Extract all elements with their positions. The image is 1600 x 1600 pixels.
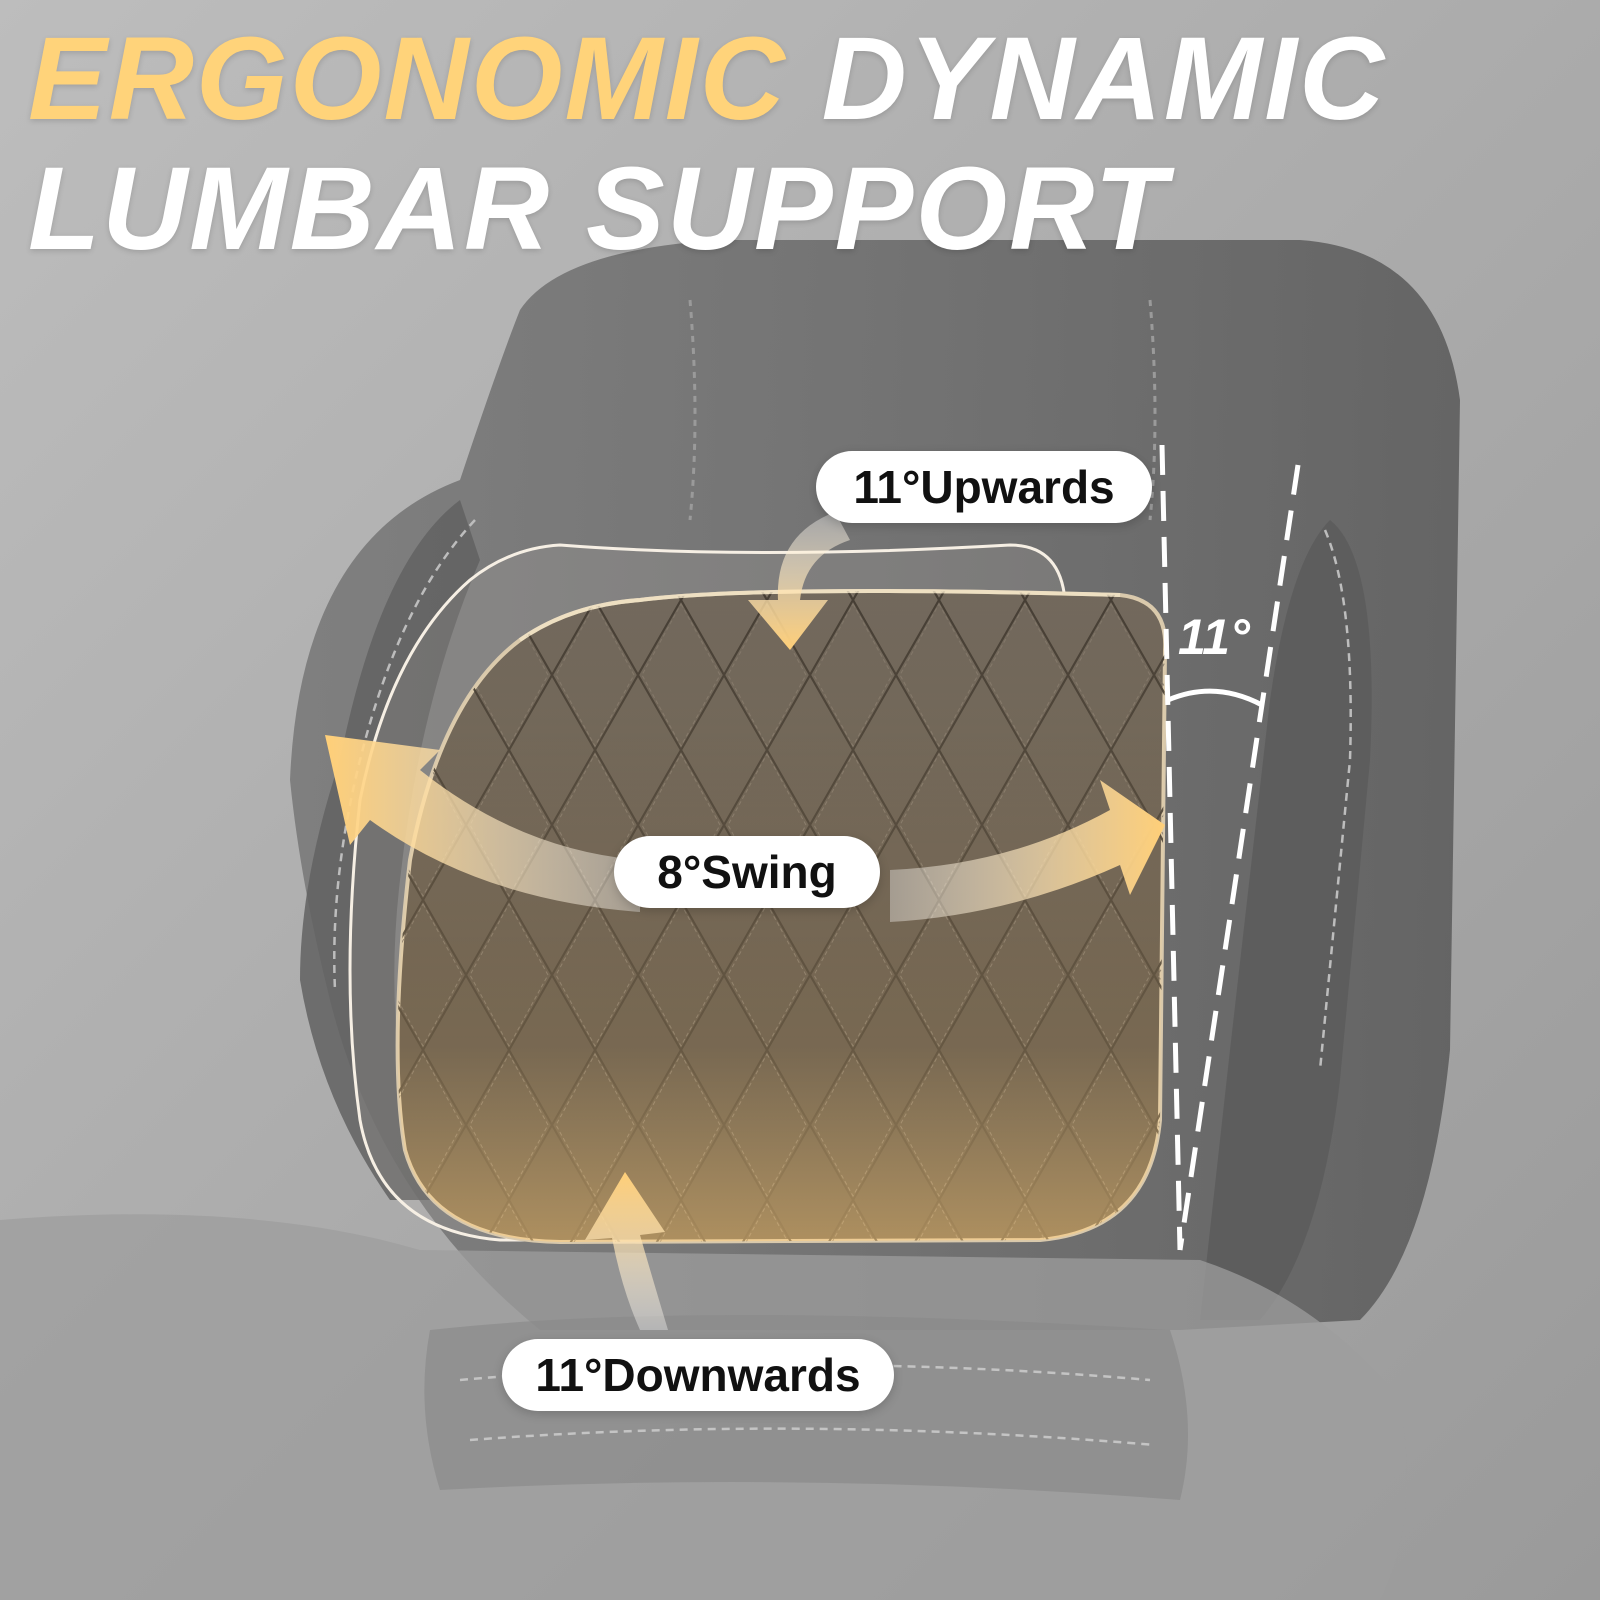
swing-right-arrow-icon <box>890 780 1165 922</box>
chair-headrest-seam <box>688 299 1157 521</box>
headline-line1: ERGONOMIC DYNAMIC <box>28 20 1386 138</box>
cushion-warm-glow <box>397 591 1166 1242</box>
tilt-reference-line <box>1159 444 1183 1251</box>
cushion-edge-highlight <box>518 589 1121 642</box>
headline-rest: DYNAMIC <box>786 13 1387 145</box>
swing-left-arrow-icon <box>325 735 640 912</box>
chair-side-bolster <box>1200 520 1372 1320</box>
downwards-arrow-icon <box>585 1172 668 1330</box>
tilt-angle-arc <box>1167 688 1264 708</box>
upwards-label: 11°Upwards <box>816 451 1152 523</box>
tilt-angle-label: 11° <box>1178 609 1250 665</box>
downwards-label: 11°Downwards <box>502 1339 894 1411</box>
chair-left-bolster <box>300 500 480 1200</box>
tilt-angle-line <box>1177 464 1301 1251</box>
upwards-arrow-icon <box>748 512 850 650</box>
headline-line2: LUMBAR SUPPORT <box>28 143 1169 275</box>
headline-highlight: ERGONOMIC <box>28 13 787 145</box>
swing-label: 8°Swing <box>614 836 880 908</box>
